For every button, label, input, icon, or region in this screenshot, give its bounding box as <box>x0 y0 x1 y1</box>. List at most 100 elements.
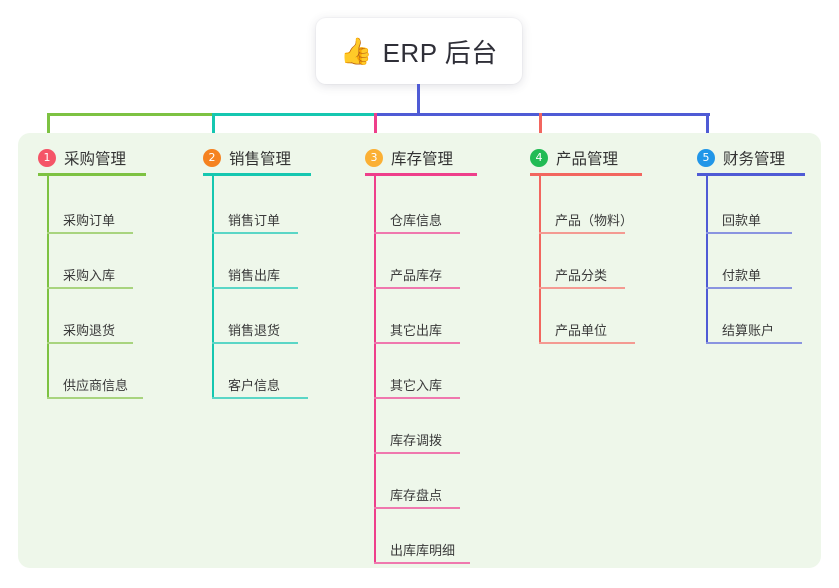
column-badge-3: 3 <box>365 149 383 167</box>
branch-item-rule <box>374 287 460 289</box>
column-header-1[interactable]: 1 采购管理 <box>38 147 126 169</box>
branch-item-label: 销售出库 <box>228 268 281 283</box>
branch-item-label: 结算账户 <box>722 323 775 338</box>
branch-item[interactable]: 产品库存 <box>374 259 470 289</box>
column-badge-2: 2 <box>203 149 221 167</box>
branch-item-rule <box>374 452 460 454</box>
drop-line-1 <box>47 113 50 145</box>
column-title-3: 库存管理 <box>391 151 454 168</box>
branch-item[interactable]: 采购订单 <box>47 204 143 234</box>
branch-item-rule <box>374 397 460 399</box>
column-spine-3 <box>374 173 376 564</box>
column-header-4[interactable]: 4 产品管理 <box>530 147 618 169</box>
branch-item[interactable]: 销售退货 <box>212 314 308 344</box>
thumbs-up-icon: 👍 <box>340 36 373 66</box>
branch-item-label: 产品（物料） <box>555 213 634 228</box>
branch-item-label: 采购入库 <box>63 268 116 283</box>
root-title: ERP 后台 <box>382 37 498 68</box>
branch-item-rule <box>539 287 625 289</box>
branch-item-label: 库存盘点 <box>390 488 443 503</box>
branch-item-rule <box>706 342 802 344</box>
branch-item[interactable]: 产品（物料） <box>539 204 635 234</box>
branch-item[interactable]: 供应商信息 <box>47 369 143 399</box>
branch-item-label: 采购订单 <box>63 213 116 228</box>
branch-item[interactable]: 销售出库 <box>212 259 308 289</box>
column-head-rule-1 <box>38 173 146 176</box>
column-title-1: 采购管理 <box>64 151 127 168</box>
branch-item-rule <box>374 232 460 234</box>
branch-item[interactable]: 付款单 <box>706 259 802 289</box>
branch-item-label: 其它入库 <box>390 378 443 393</box>
branch-item-label: 出库库明细 <box>390 543 456 558</box>
column-spine-1 <box>47 173 49 399</box>
branch-item[interactable]: 销售订单 <box>212 204 308 234</box>
branch-item[interactable]: 出库库明细 <box>374 534 470 564</box>
branch-item[interactable]: 采购入库 <box>47 259 143 289</box>
branch-item[interactable]: 客户信息 <box>212 369 308 399</box>
bus-segment-teal <box>214 113 377 116</box>
column-badge-4: 4 <box>530 149 548 167</box>
trunk-vertical-line <box>417 84 420 116</box>
branch-column-5: 5 财务管理回款单付款单结算账户 <box>697 133 839 553</box>
column-title-4: 产品管理 <box>556 151 619 168</box>
bus-segment-blue <box>376 113 710 116</box>
branch-item-label: 付款单 <box>722 268 762 283</box>
branch-item-rule <box>374 507 460 509</box>
branch-item-rule <box>374 562 470 564</box>
branch-item-rule <box>706 287 792 289</box>
column-header-5[interactable]: 5 财务管理 <box>697 147 785 169</box>
branch-item-label: 仓库信息 <box>390 213 443 228</box>
branch-item-label: 销售订单 <box>228 213 281 228</box>
branch-item[interactable]: 结算账户 <box>706 314 802 344</box>
branch-item-rule <box>212 287 298 289</box>
branch-item[interactable]: 产品单位 <box>539 314 635 344</box>
column-head-rule-5 <box>697 173 805 176</box>
branch-item-rule <box>47 287 133 289</box>
drop-line-4 <box>539 113 542 145</box>
branch-column-3: 3 库存管理仓库信息产品库存其它出库其它入库库存调拨库存盘点出库库明细 <box>365 133 537 564</box>
branch-item[interactable]: 回款单 <box>706 204 802 234</box>
column-spine-2 <box>212 173 214 399</box>
column-spine-5 <box>706 173 708 344</box>
branch-item-label: 库存调拨 <box>390 433 443 448</box>
column-title-2: 销售管理 <box>229 151 292 168</box>
branch-column-2: 2 销售管理销售订单销售出库销售退货客户信息 <box>203 133 371 553</box>
branch-item-rule <box>47 232 133 234</box>
drop-line-3 <box>374 113 377 145</box>
branch-item-label: 供应商信息 <box>63 378 129 393</box>
drop-line-5 <box>706 113 709 145</box>
column-head-rule-2 <box>203 173 311 176</box>
column-header-3[interactable]: 3 库存管理 <box>365 147 453 169</box>
branch-item[interactable]: 库存盘点 <box>374 479 470 509</box>
branch-item-label: 产品库存 <box>390 268 443 283</box>
branch-item[interactable]: 仓库信息 <box>374 204 470 234</box>
column-head-rule-3 <box>365 173 477 176</box>
branch-item-rule <box>212 232 298 234</box>
branch-item-rule <box>539 342 635 344</box>
branch-item-rule <box>539 232 625 234</box>
branch-column-1: 1 采购管理采购订单采购入库采购退货供应商信息 <box>38 133 206 553</box>
branch-item[interactable]: 库存调拨 <box>374 424 470 454</box>
column-title-5: 财务管理 <box>723 151 786 168</box>
column-badge-1: 1 <box>38 149 56 167</box>
branch-column-4: 4 产品管理产品（物料） 产品分类产品单位 <box>530 133 702 553</box>
branch-item-label: 客户信息 <box>228 378 281 393</box>
branches-panel <box>18 133 821 568</box>
column-head-rule-4 <box>530 173 642 176</box>
branch-item[interactable]: 采购退货 <box>47 314 143 344</box>
column-spine-4 <box>539 173 541 344</box>
branch-item[interactable]: 其它入库 <box>374 369 470 399</box>
column-header-2[interactable]: 2 销售管理 <box>203 147 291 169</box>
branch-item[interactable]: 产品分类 <box>539 259 635 289</box>
branch-item-rule <box>47 397 143 399</box>
column-badge-5: 5 <box>697 149 715 167</box>
branch-item-rule <box>212 397 308 399</box>
branch-item[interactable]: 其它出库 <box>374 314 470 344</box>
root-node[interactable]: 👍 ERP 后台 <box>316 18 522 84</box>
branch-item-label: 其它出库 <box>390 323 443 338</box>
branch-item-rule <box>374 342 460 344</box>
branch-item-label: 回款单 <box>722 213 762 228</box>
branch-item-rule <box>212 342 298 344</box>
branch-item-label: 产品分类 <box>555 268 608 283</box>
